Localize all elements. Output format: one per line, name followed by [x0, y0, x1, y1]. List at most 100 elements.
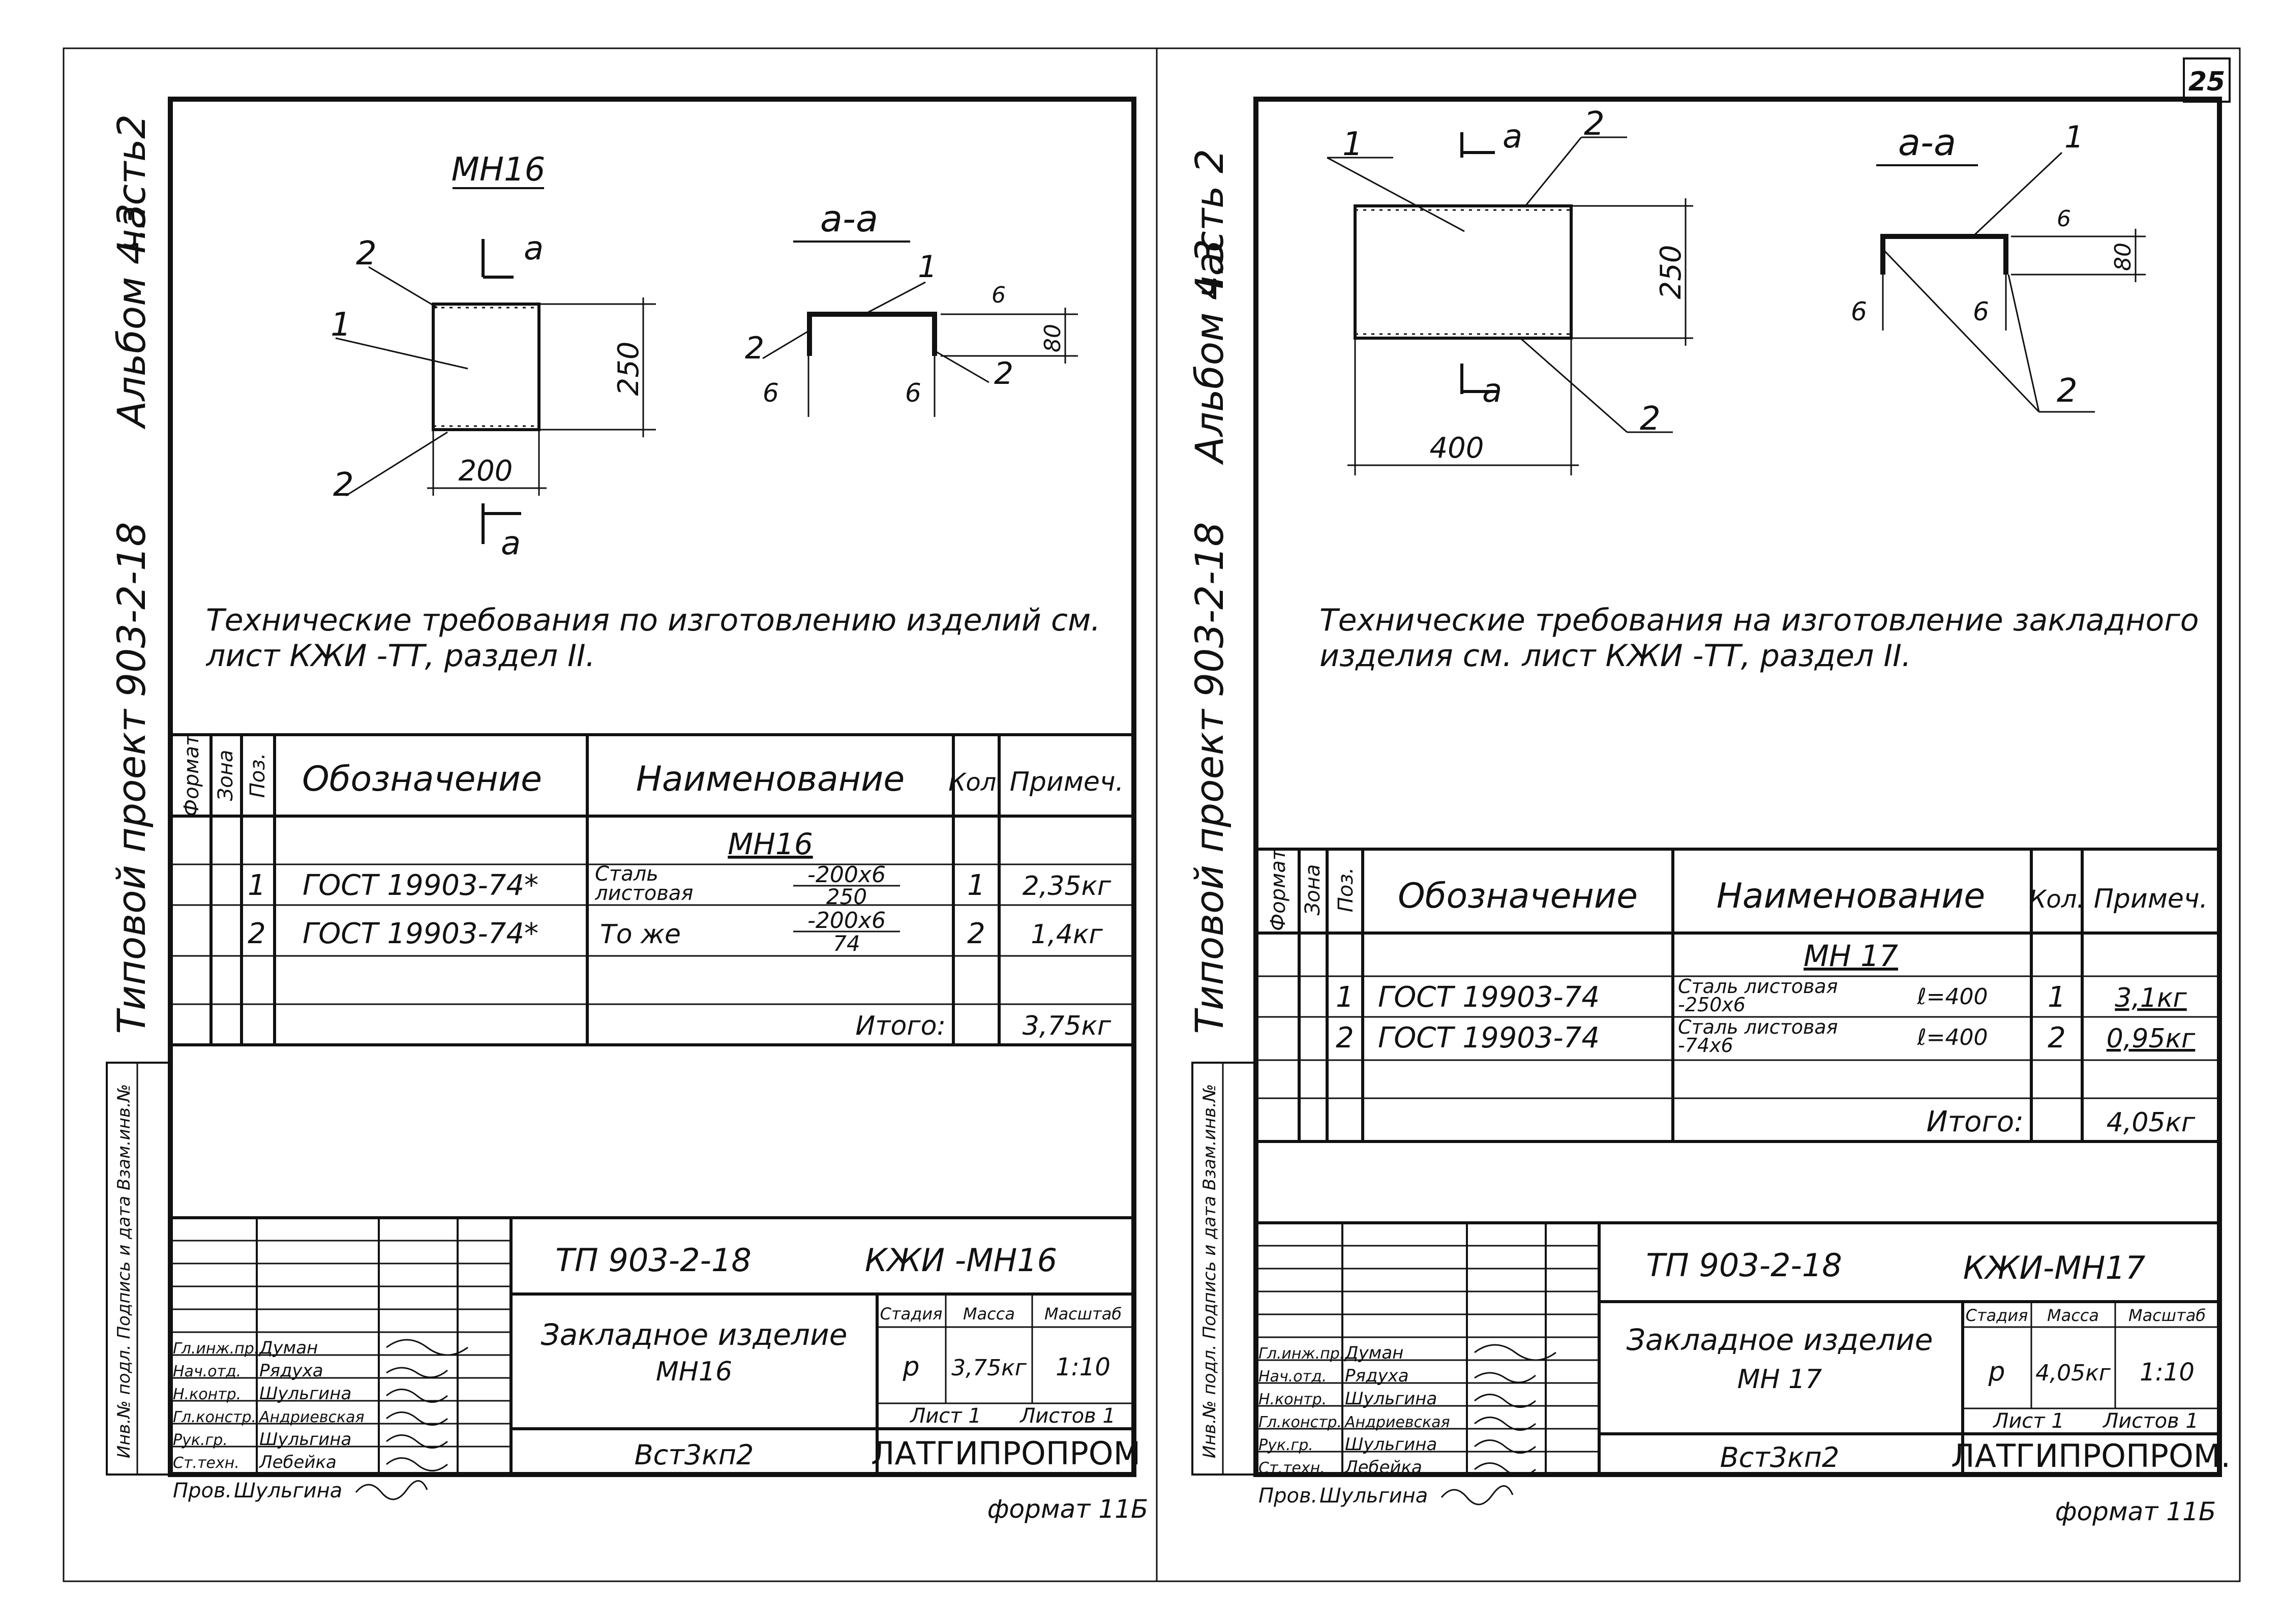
- left-row2-qty: 2: [967, 917, 985, 950]
- left-tb-mass-label: Масса: [963, 1304, 1015, 1324]
- left-row2-size-den: 74: [833, 931, 860, 956]
- right-frame: [1253, 97, 2222, 1477]
- left-total-value: 3,75кг: [1023, 1011, 1112, 1041]
- right-spec-group: МН 17: [1804, 939, 1898, 973]
- left-th-pos: Поз.: [246, 753, 269, 798]
- right-tb-mass: 4,05кг: [2035, 1360, 2111, 1386]
- left-row2-name: То же: [600, 919, 681, 950]
- left-tb-role-1: Гл.инж.пр.: [173, 1340, 259, 1358]
- left-section-title: а-а: [820, 197, 878, 240]
- left-tb-sheets: Листов 1: [1019, 1404, 1116, 1428]
- left-frame: [168, 97, 1136, 1477]
- right-tb-material: Вст3кп2: [1720, 1441, 1840, 1473]
- right-tb-checked-role: Пров.: [1258, 1484, 1317, 1508]
- right-tb-name-2: МН 17: [1737, 1364, 1822, 1395]
- right-row2-qty: 2: [2048, 1021, 2066, 1055]
- right-side-label-project: Типовой проект 903-2-18: [1187, 522, 1232, 1034]
- left-callout-1: 1: [331, 306, 351, 344]
- right-tb-role-5: Рук.гр.: [1258, 1436, 1313, 1454]
- left-row2-designation: ГОСТ 19903-74*: [303, 917, 538, 950]
- outer-frame: [63, 47, 2241, 1582]
- left-tb-name-a: Думан: [258, 1338, 318, 1358]
- left-row1-size-den: 250: [826, 884, 867, 909]
- right-section-mark-top: а: [1503, 118, 1522, 156]
- left-tb-scale-label: Масштаб: [1044, 1304, 1122, 1324]
- left-row2-size: -200х6: [807, 908, 886, 934]
- right-row2-designation: ГОСТ 19903-74: [1378, 1021, 1600, 1055]
- right-th-zone: Зона: [1301, 864, 1325, 916]
- left-tb-doc: КЖИ -МН16: [865, 1242, 1057, 1279]
- left-tb-name-e: Шульгина: [259, 1429, 351, 1450]
- right-total-label: Итого:: [1927, 1105, 2024, 1138]
- right-tb-role-4: Гл.констр.: [1258, 1414, 1342, 1431]
- left-th-zone: Зона: [214, 750, 237, 801]
- left-side-label-part: часть2: [109, 114, 154, 252]
- right-dim-flange: 80: [2110, 243, 2136, 271]
- right-row2-name: Сталь листовая -74х6: [1678, 1018, 1838, 1057]
- right-plate: [1354, 204, 1573, 340]
- right-section-callout-1: 1: [2064, 119, 2084, 155]
- right-tb-sheet: Лист 1: [1992, 1409, 2064, 1433]
- left-side-label-project: Типовой проект 903-2-18: [109, 522, 154, 1034]
- left-th-name: Наименование: [636, 759, 905, 799]
- right-th-note: Примеч.: [2094, 884, 2208, 914]
- left-tb-name-c: Шульгина: [259, 1384, 351, 1404]
- left-dim-height: 250: [612, 342, 645, 396]
- right-tb-scale-label: Масштаб: [2128, 1306, 2206, 1325]
- left-row1-pos: 1: [248, 869, 266, 902]
- left-dim-thick-b: 6: [905, 378, 921, 408]
- right-spec-table: [1256, 848, 2219, 1143]
- right-section-callout-2: 2: [2057, 372, 2078, 410]
- left-th-qty: Кол.: [948, 768, 1004, 797]
- left-signatures: [386, 1339, 468, 1471]
- right-tb-doc: КЖИ-МН17: [1963, 1249, 2146, 1286]
- left-dim-thick-a: 6: [763, 378, 779, 408]
- right-tb-name-f: Лебейка: [1344, 1457, 1422, 1478]
- right-dim-height: 250: [1655, 245, 1688, 299]
- right-tb-stage-label: Стадия: [1966, 1306, 2028, 1325]
- right-row2-len: ℓ=400: [1916, 1025, 1988, 1050]
- left-row1-designation: ГОСТ 19903-74*: [303, 869, 538, 902]
- right-tb-checked-name: Шульгина: [1319, 1484, 1428, 1508]
- left-tb-name-f: Лебейка: [258, 1452, 337, 1472]
- left-row2-pos: 2: [248, 917, 266, 950]
- left-tb-role-5: Рук.гр.: [173, 1431, 228, 1449]
- right-row1-note: 3,1кг: [2115, 983, 2187, 1013]
- left-th-note: Примеч.: [1010, 767, 1124, 797]
- right-tb-role-6: Ст.техн.: [1258, 1459, 1325, 1477]
- left-side-label-album: Альбом 4.3: [109, 203, 154, 430]
- left-spec-group: МН16: [728, 827, 813, 861]
- right-requirements: Технические требования на изготовление з…: [1319, 603, 2199, 674]
- left-item-title: МН16: [452, 151, 546, 189]
- left-spec-table: [170, 733, 1134, 1046]
- left-dim-flange: 80: [1040, 324, 1066, 352]
- left-requirements-wrap: Технические требования по изготовлению и…: [206, 603, 1101, 674]
- left-tb-name-2: МН16: [656, 1357, 732, 1387]
- right-tb-role-2: Нач.отд.: [1258, 1368, 1327, 1386]
- right-dim-thick-a: 6: [1851, 297, 1867, 326]
- left-dim-thick-right: 6: [992, 282, 1006, 308]
- left-tb-sheet: Лист 1: [909, 1404, 981, 1428]
- right-tb-name-c: Шульгина: [1345, 1389, 1437, 1409]
- right-section-mark-bottom: а: [1482, 372, 1502, 410]
- left-side-stamp: [106, 1062, 171, 1476]
- left-requirements: Технические требования по изготовлению и…: [206, 603, 1101, 674]
- right-tb-format: формат 11Б: [2055, 1497, 2216, 1526]
- left-callout-2-top: 2: [356, 235, 377, 273]
- right-tb-org: ЛАТГИПРОПРОМ.: [1951, 1437, 2231, 1475]
- left-section-mark-bottom: а: [501, 525, 521, 562]
- left-section-mark-top: а: [524, 230, 544, 267]
- left-tb-checked-name: Шульгина: [234, 1479, 342, 1502]
- right-th-designation: Обозначение: [1398, 876, 1638, 916]
- left-dim-width: 200: [459, 455, 513, 488]
- left-tb-material: Вст3кп2: [635, 1439, 754, 1471]
- right-tb-sheets: Листов 1: [2102, 1409, 2199, 1433]
- left-tb-mass: 3,75кг: [951, 1355, 1027, 1381]
- left-tb-org: ЛАТГИПРОПРОМ: [871, 1435, 1140, 1472]
- right-side-stamp-labels: Инв.№ подл. Подпись и дата Взам.инв.№: [1199, 1084, 1220, 1458]
- right-signatures: [1474, 1344, 1556, 1477]
- right-tb-name-b: Рядуха: [1345, 1366, 1409, 1386]
- left-tb-name-d: Андриевская: [258, 1408, 365, 1426]
